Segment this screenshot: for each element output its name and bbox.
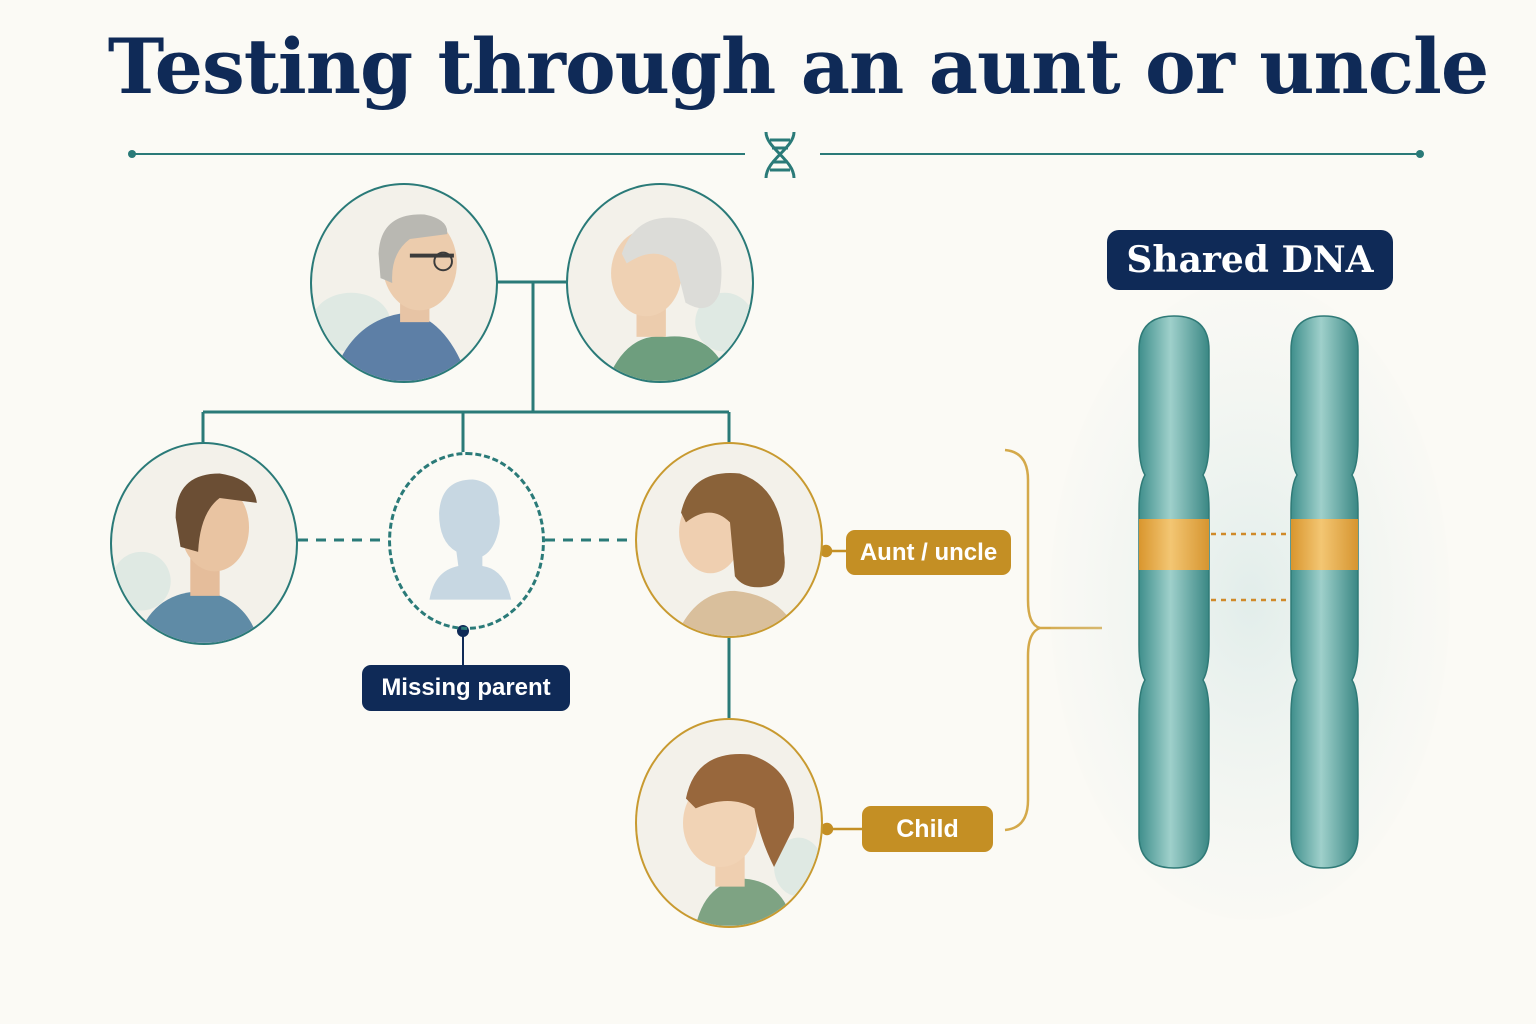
child-label: Child [862, 806, 993, 852]
grandmother-illustration [607, 217, 752, 381]
child-portrait [635, 718, 823, 928]
gold-pointers [819, 544, 862, 836]
shared-segment-right [1291, 519, 1358, 570]
grandfather-portrait [310, 183, 498, 383]
segment-match-lines [1211, 532, 1289, 602]
shared-segment-left [1139, 519, 1209, 570]
aunt-uncle-portrait [635, 442, 823, 638]
aunt-uncle-illustration [676, 472, 799, 636]
chromosome-right [1290, 315, 1359, 869]
missing-parent-placeholder [388, 452, 545, 630]
tree-connectors [201, 280, 731, 718]
missing-parent-label: Missing parent [362, 665, 570, 711]
silhouette-icon [429, 479, 512, 600]
missing-parent-pointer [457, 625, 469, 665]
sibling-portrait [110, 442, 298, 645]
aunt-uncle-label: Aunt / uncle [846, 530, 1011, 575]
title-divider [128, 131, 1424, 179]
grandmother-portrait [566, 183, 754, 383]
watercolor-wash [1050, 280, 1450, 920]
chromosome-left [1138, 315, 1210, 869]
page-title: Testing through an aunt or uncle [107, 22, 1490, 111]
grandfather-illustration [312, 214, 469, 381]
shared-dna-label: Shared DNA [1107, 230, 1393, 290]
dna-helix-icon [764, 131, 796, 179]
child-illustration [683, 754, 821, 926]
grouping-bracket [1004, 448, 1102, 832]
sibling-illustration [112, 473, 259, 643]
